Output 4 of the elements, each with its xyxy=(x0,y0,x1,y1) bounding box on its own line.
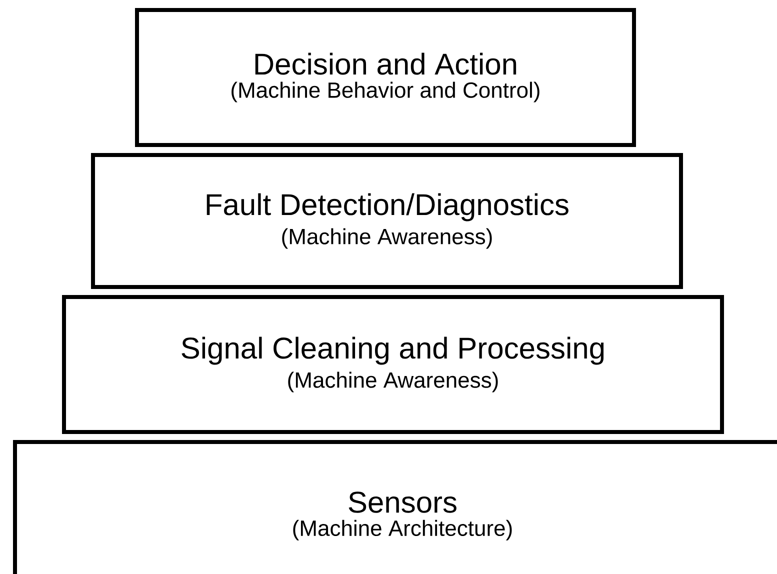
layer-box: Decision and Action (Machine Behavior and Control) xyxy=(135,8,636,147)
layer-box: Sensors (Machine Architecture) xyxy=(13,440,777,574)
layer-box: Signal Cleaning and Processing (Machine Awareness) xyxy=(62,295,724,434)
layer-box: Fault Detection/Diagnostics (Machine Awareness) xyxy=(91,153,683,289)
